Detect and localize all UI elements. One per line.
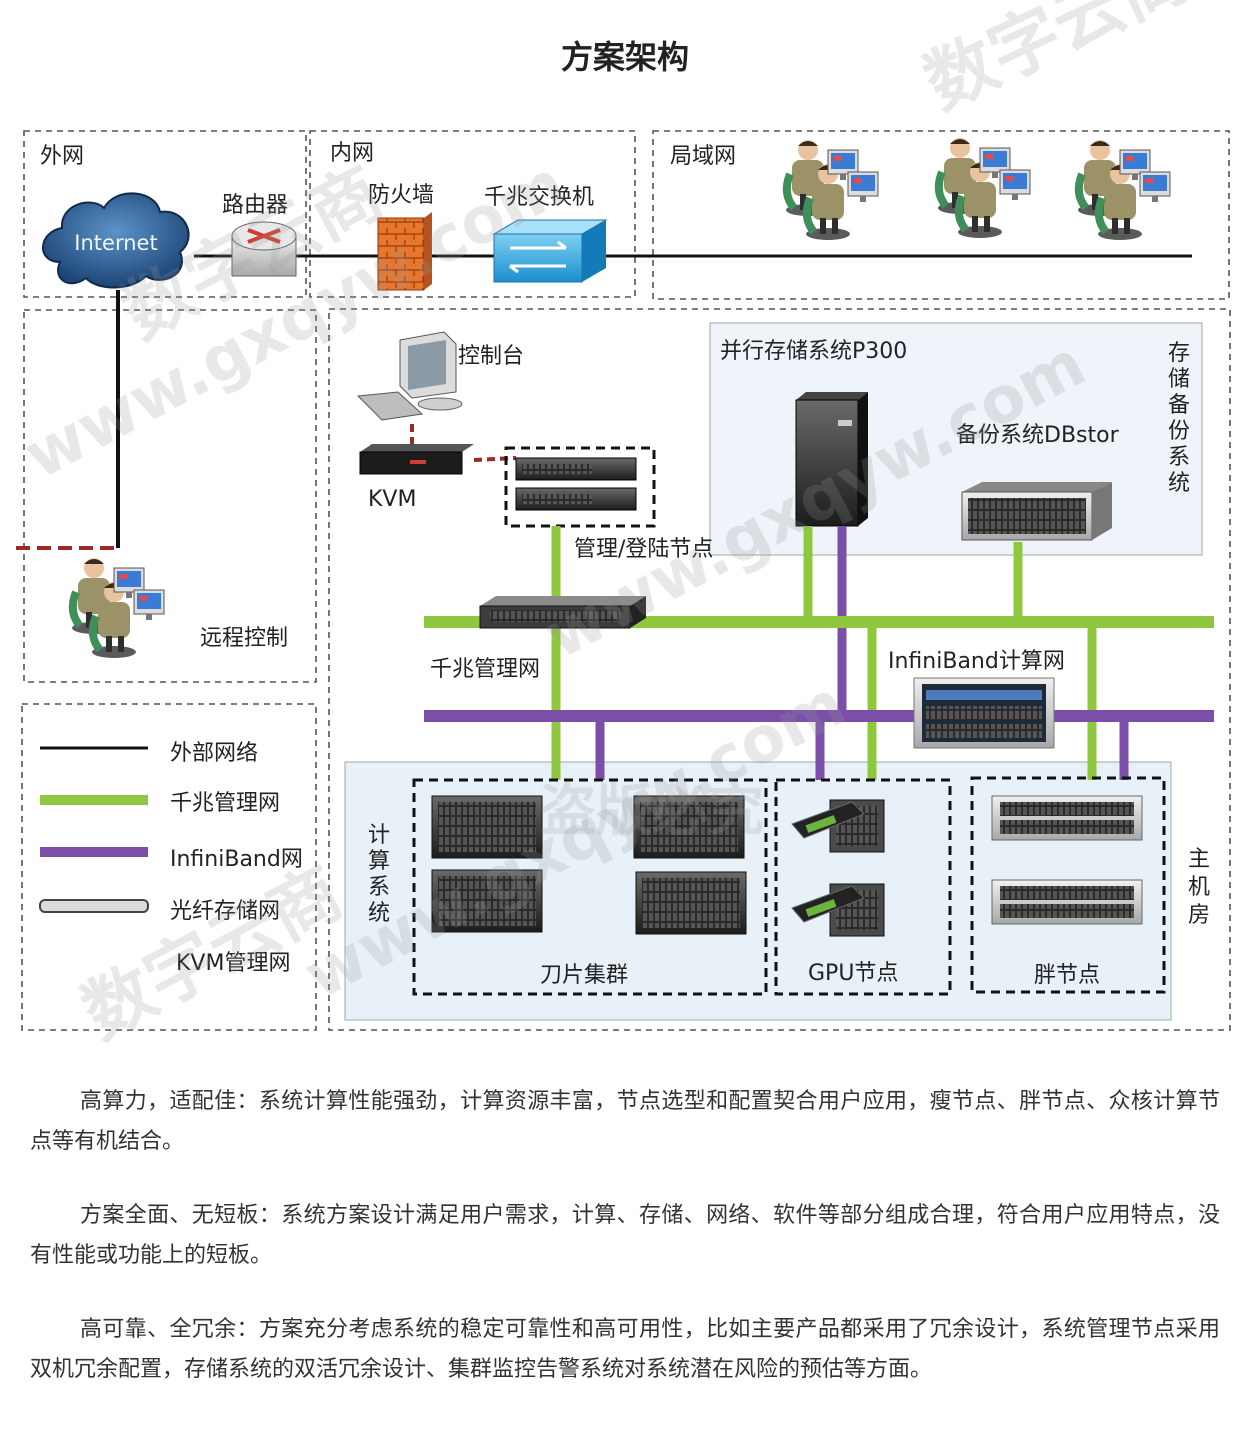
- management-switch-icon: [479, 596, 646, 629]
- storage-system-char-2: 储: [1168, 367, 1190, 392]
- login-node-label: 管理/登陆节点: [574, 537, 713, 562]
- storage-system-label: 存 储 备 份 系 统: [1168, 341, 1197, 496]
- gigabit-switch-icon: [492, 219, 608, 283]
- compute-system-char-2: 算: [368, 849, 390, 874]
- storage-system-char-4: 份: [1168, 419, 1190, 444]
- parallel-storage-tower-icon: [795, 392, 868, 527]
- paragraph-3: 高可靠、全冗余：方案充分考虑系统的稳定可靠性和高可用性，比如主要产品都采用了冗余…: [30, 1317, 1220, 1382]
- zone-wan-label: 外网: [40, 144, 84, 169]
- compute-system-char-4: 统: [368, 901, 390, 926]
- internet-cloud-icon: [42, 192, 190, 289]
- router-icon: [231, 221, 297, 277]
- legend-swatch-fiber: [39, 899, 149, 913]
- infiniband-net-label: InfiniBand计算网: [888, 649, 1065, 674]
- storage-system-char-3: 备: [1168, 393, 1190, 418]
- login-node-box: [504, 446, 656, 528]
- fat-node-2-icon: [991, 879, 1143, 925]
- zone-remote: [23, 309, 317, 683]
- zone-lan-label: 局域网: [670, 144, 736, 169]
- internet-label: Internet: [74, 231, 157, 255]
- lan-users-1-icon: [786, 140, 878, 240]
- page-title: 方案架构: [560, 38, 689, 76]
- main-room-label: 主 机 房: [1188, 847, 1217, 928]
- router-label: 路由器: [222, 193, 288, 218]
- compute-system-char-1: 计: [368, 823, 390, 848]
- console-computer-icon: [356, 331, 463, 421]
- fat-node-label: 胖节点: [1034, 963, 1100, 988]
- storage-system-char-1: 存: [1168, 341, 1190, 366]
- fat-node-1-icon: [991, 795, 1143, 841]
- main-room-char-3: 房: [1188, 903, 1210, 928]
- storage-panel: [709, 322, 1203, 556]
- paragraph-2: 方案全面、无短板：系统方案设计满足用户需求，计算、存储、网络、软件等部分组成合理…: [30, 1203, 1220, 1268]
- main-room-char-2: 机: [1188, 875, 1210, 900]
- lan-users-2-icon: [938, 138, 1030, 238]
- blade-server-4-icon: [635, 871, 747, 935]
- backup-label: 备份系统DBstor: [956, 423, 1120, 448]
- kvm-switch-icon: [359, 444, 474, 475]
- gpu-node-label: GPU节点: [808, 961, 898, 986]
- legend-label-fiber: 光纤存储网: [170, 899, 280, 924]
- architecture-diagram: 外网 内网 局域网 Internet 路由器 防火墙 千兆交换机 远程控制: [13, 0, 1231, 1055]
- firewall-label: 防火墙: [368, 183, 434, 208]
- parallel-storage-label: 并行存储系统P300: [720, 339, 907, 364]
- gigabit-links: [551, 526, 1097, 780]
- infiniband-switch-icon: [913, 677, 1055, 749]
- zone-legend: [21, 703, 317, 1031]
- zone-intranet-label: 内网: [330, 141, 374, 166]
- gigabit-mgmt-net-label: 千兆管理网: [430, 657, 540, 682]
- zone-wan: [23, 130, 307, 298]
- legend-label-infiniband: InfiniBand网: [170, 847, 303, 872]
- zone-lan: [652, 130, 1230, 300]
- legend-label-external: 外部网络: [170, 741, 258, 766]
- main-room-char-1: 主: [1188, 847, 1210, 872]
- storage-system-char-6: 统: [1168, 471, 1190, 496]
- zone-intranet: [309, 130, 636, 298]
- lan-users-3-icon: [1078, 140, 1170, 240]
- legend: 外部网络 千兆管理网 InfiniBand网 光纤存储网 KVM管理网: [39, 741, 303, 976]
- compute-system-label: 计 算 系 统: [368, 823, 397, 926]
- storage-system-char-5: 系: [1168, 445, 1190, 470]
- zone-datacenter: [328, 308, 1231, 1031]
- firewall-icon: [377, 212, 432, 291]
- legend-label-kvm: KVM管理网: [176, 951, 290, 976]
- login-node-servers-icon: [515, 457, 637, 511]
- watermark-brand-1: 数字云商: [913, 0, 1201, 125]
- gigabit-switch-label: 千兆交换机: [484, 185, 594, 210]
- fat-node-box: [970, 776, 1166, 994]
- remote-control-label: 远程控制: [200, 626, 288, 651]
- watermark-overlay: 盗版必究: [540, 779, 764, 844]
- backup-storage-icon: [961, 482, 1112, 541]
- legend-label-gigabit: 千兆管理网: [170, 791, 280, 816]
- blade-cluster-box: [412, 778, 768, 996]
- blade-cluster-label: 刀片集群: [540, 963, 628, 988]
- compute-system-char-3: 系: [368, 875, 390, 900]
- gpu-node-box: [774, 778, 952, 996]
- paragraph-1: 高算力，适配佳：系统计算性能强劲，计算资源丰富，节点选型和配置契合用户应用，瘦节…: [30, 1089, 1220, 1154]
- kvm-label: KVM: [368, 487, 416, 512]
- remote-users-icon: [72, 558, 164, 658]
- console-label: 控制台: [458, 344, 524, 369]
